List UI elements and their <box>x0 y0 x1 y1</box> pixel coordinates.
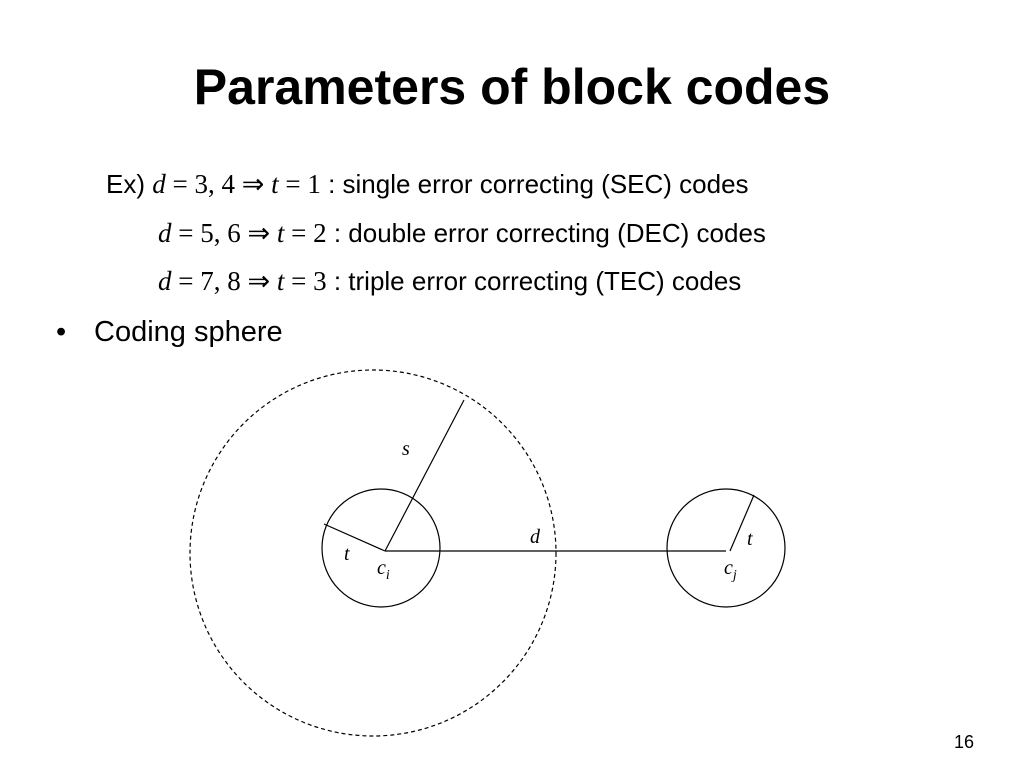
radius-s-line <box>384 399 465 552</box>
page-number: 16 <box>954 732 975 752</box>
label-ci-base: c <box>377 557 386 579</box>
bullet-item: • Coding sphere <box>56 316 283 349</box>
sphere-ci <box>321 488 441 608</box>
example-description: : single error correcting (SEC) codes <box>328 169 749 199</box>
d-values: 7, 8 <box>200 266 241 296</box>
label-t-left: t <box>344 543 350 565</box>
label-cj-base: c <box>724 557 733 579</box>
label-cj: cj <box>724 557 737 583</box>
label-t-right: t <box>747 528 753 550</box>
example-description: : triple error correcting (TEC) codes <box>333 266 742 296</box>
example-row-sec: Ex) d = 3, 4 ⇒ t = 1 : single error corr… <box>106 169 749 200</box>
sphere-cj <box>666 488 786 608</box>
label-ci-sub: i <box>386 568 390 583</box>
slide-title: Parameters of block codes <box>193 59 831 115</box>
math-expression: d = 7, 8 ⇒ t = 3 <box>158 266 327 296</box>
radius-t-right-line <box>729 494 755 552</box>
label-ci: ci <box>377 557 390 583</box>
example-row-tec: d = 7, 8 ⇒ t = 3 : triple error correcti… <box>158 266 741 297</box>
example-prefix: Ex) <box>106 169 145 199</box>
label-s: s <box>402 438 410 460</box>
math-expression: d = 5, 6 ⇒ t = 2 <box>158 218 327 248</box>
bullet-text: Coding sphere <box>94 316 283 348</box>
label-d: d <box>530 526 541 548</box>
d-values: 5, 6 <box>200 218 241 248</box>
outer-sphere-dashed <box>189 369 557 737</box>
t-value: 2 <box>313 218 327 248</box>
example-description: : double error correcting (DEC) codes <box>333 218 766 248</box>
d-values: 3, 4 <box>194 169 235 199</box>
t-value: 3 <box>313 266 327 296</box>
example-row-dec: d = 5, 6 ⇒ t = 2 : double error correcti… <box>158 218 766 249</box>
radius-t-left-line <box>323 523 386 552</box>
t-value: 1 <box>307 169 321 199</box>
label-cj-sub: j <box>731 568 737 583</box>
bullet-dot-icon: • <box>56 316 67 348</box>
math-expression: d = 3, 4 ⇒ t = 1 <box>152 169 321 199</box>
